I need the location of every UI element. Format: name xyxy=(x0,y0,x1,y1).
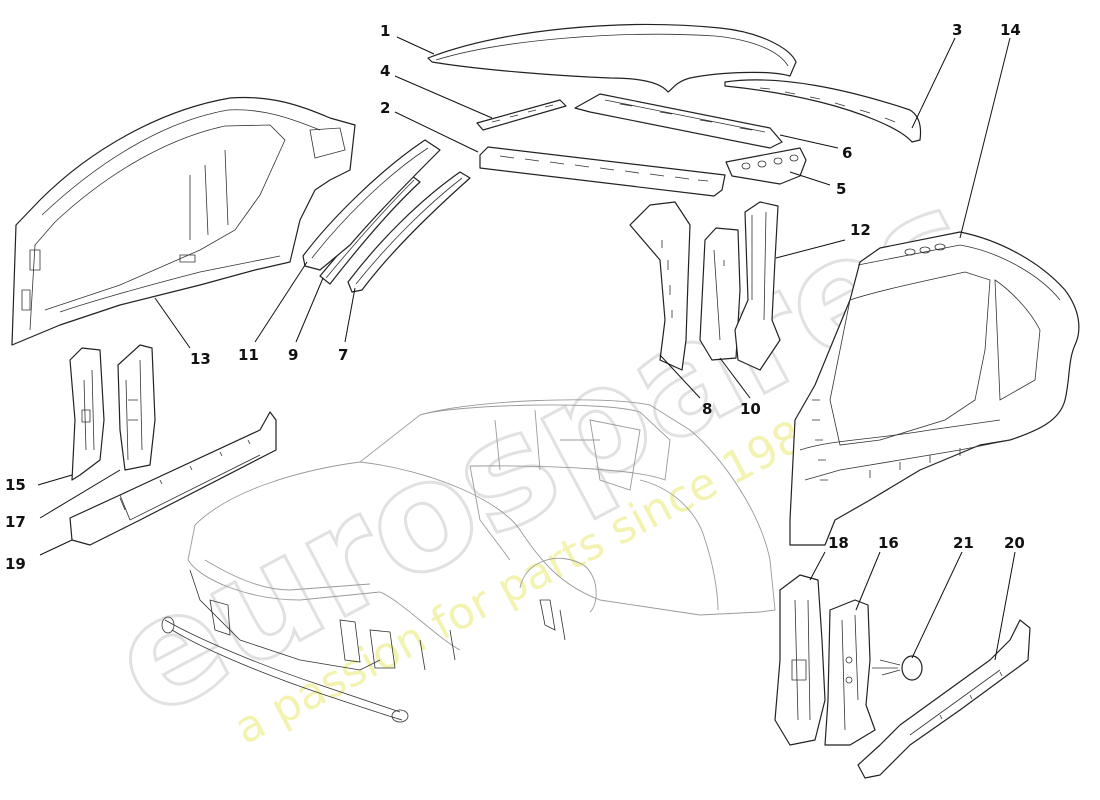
part-b-pillar-inner xyxy=(629,201,691,371)
part-left-sill xyxy=(69,411,277,546)
callout-6: 6 xyxy=(842,144,852,162)
part-right-b-pillar-reinforcement-lower xyxy=(824,599,876,746)
callout-19: 19 xyxy=(5,555,26,573)
part-left-body-side xyxy=(11,96,356,346)
callout-9: 9 xyxy=(288,346,298,364)
callout-8: 8 xyxy=(702,400,712,418)
callout-14: 14 xyxy=(1000,21,1021,39)
callouts: 1 2 3 4 5 6 7 8 9 10 11 12 13 14 15 16 1… xyxy=(5,21,1025,573)
part-roof-rail xyxy=(574,93,783,149)
part-right-sill xyxy=(857,619,1031,779)
part-roof-panel xyxy=(427,23,797,93)
callout-13: 13 xyxy=(190,350,211,368)
leader-lines xyxy=(37,36,1016,661)
callout-3: 3 xyxy=(952,21,962,39)
callout-21: 21 xyxy=(953,534,974,552)
part-a-pillar-inner xyxy=(347,171,471,293)
callout-20: 20 xyxy=(1004,534,1025,552)
part-b-pillar-outer xyxy=(734,201,781,371)
part-right-body-side xyxy=(789,231,1080,546)
callout-16: 16 xyxy=(878,534,899,552)
part-front-roof-bracket xyxy=(476,99,567,131)
callout-4: 4 xyxy=(380,62,390,80)
part-front-roof-crossmember xyxy=(479,146,726,197)
part-rear-roof-rail xyxy=(724,79,922,143)
part-right-b-pillar-lower xyxy=(774,574,826,746)
callout-17: 17 xyxy=(5,513,26,531)
part-b-pillar-reinforcement xyxy=(699,227,741,361)
callout-7: 7 xyxy=(338,346,348,364)
callout-15: 15 xyxy=(5,476,26,494)
part-left-b-pillar-reinforcement xyxy=(117,344,156,471)
callout-12: 12 xyxy=(850,221,871,239)
part-rear-roof-bracket xyxy=(725,147,807,185)
callout-11: 11 xyxy=(238,346,259,364)
part-grommet-plug xyxy=(872,655,923,681)
callout-1: 1 xyxy=(380,22,390,40)
callout-5: 5 xyxy=(836,180,846,198)
part-a-pillar-outer xyxy=(302,139,441,271)
callout-18: 18 xyxy=(828,534,849,552)
callout-10: 10 xyxy=(740,400,761,418)
callout-2: 2 xyxy=(380,99,390,117)
car-body-outline xyxy=(161,399,776,723)
part-left-b-pillar xyxy=(69,347,105,481)
